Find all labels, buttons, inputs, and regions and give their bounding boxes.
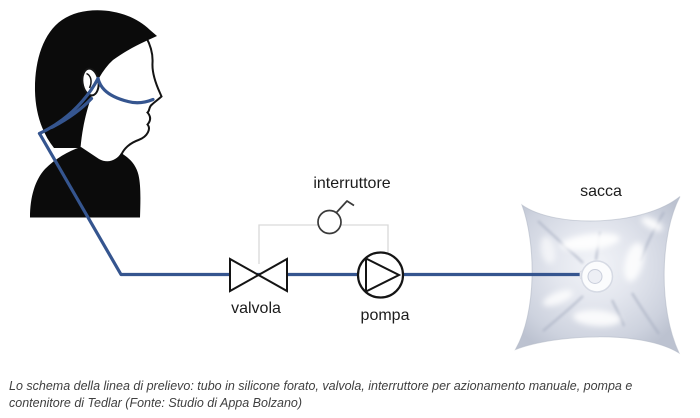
face-outline [119, 36, 163, 173]
label-valve: valvola [231, 300, 281, 317]
sampling-tube [37, 76, 588, 277]
switch-lever [335, 200, 355, 214]
label-pump: pompa [360, 307, 410, 324]
label-bag: sacca [580, 183, 622, 200]
shirt [30, 147, 141, 218]
pump-triangle [365, 256, 402, 294]
tube-face-run [96, 76, 155, 105]
tube-main-line [37, 131, 588, 277]
switch-circle [317, 209, 342, 235]
tube-loop-strand [49, 96, 94, 130]
valve-right-triangle [256, 257, 288, 293]
label-switch: interruttore [313, 175, 391, 192]
valve-left-triangle [229, 257, 261, 293]
bag-port-fitting [579, 260, 614, 293]
figure-caption: Lo schema della linea di prelievo: tubo … [9, 379, 633, 410]
valve-bowtie-icon [229, 257, 288, 293]
pump-circle-triangle-icon [356, 251, 405, 299]
ear-inner-fold [86, 72, 92, 89]
diagram-canvas [30, 10, 681, 355]
bag-highlights [540, 216, 663, 327]
switch-circle-lever-icon [317, 200, 355, 235]
person-profile-icon [30, 10, 163, 218]
